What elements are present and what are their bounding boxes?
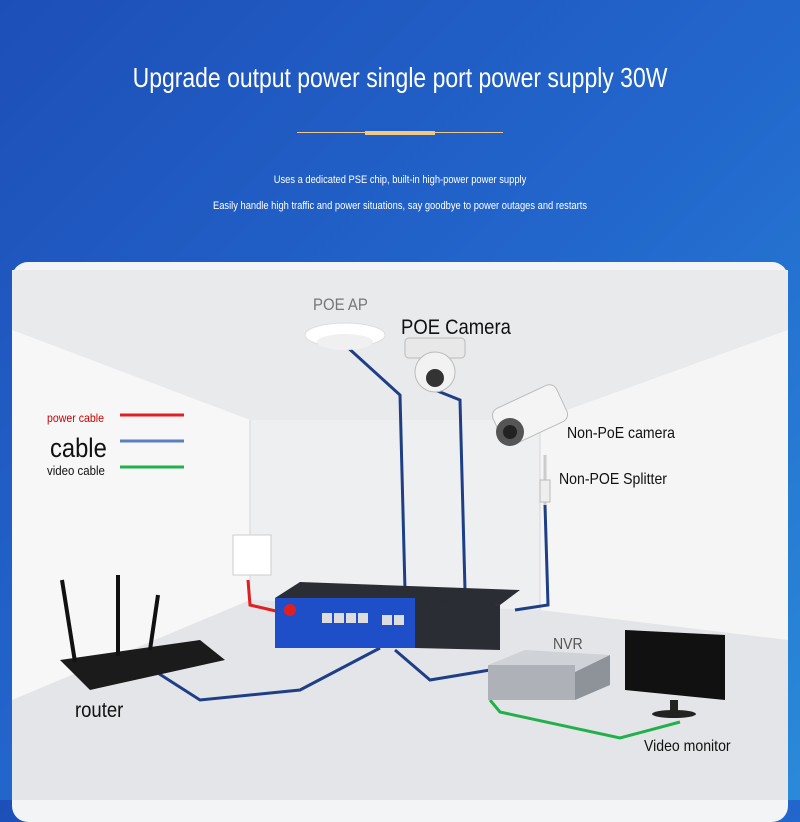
ceiling <box>12 270 788 420</box>
label-poe-ap: POE AP <box>313 295 368 314</box>
left-wall <box>12 330 250 700</box>
cable-camera <box>434 388 467 591</box>
router-device <box>60 575 225 690</box>
subtitle-2: Easily handle high traffic and power sit… <box>212 200 588 212</box>
label-router: router <box>75 699 124 722</box>
page-title: Upgrade output power single port power s… <box>132 62 668 93</box>
nvr-device <box>488 650 610 700</box>
wall-socket <box>232 534 272 576</box>
poe-ap-device <box>304 322 386 350</box>
right-wall <box>540 330 788 640</box>
cable-splitter <box>514 504 550 612</box>
monitor-device <box>625 630 725 718</box>
poe-switch-device <box>275 582 520 650</box>
power-cable-line <box>246 579 281 614</box>
legend-video-cable: video cable <box>47 463 105 478</box>
subtitle-1: Uses a dedicated PSE chip, built-in high… <box>273 174 527 186</box>
legend-power-cable: power cable <box>47 411 104 425</box>
label-nvr: NVR <box>553 636 583 653</box>
non-poe-camera-device <box>491 384 569 446</box>
back-wall <box>250 420 540 610</box>
label-non-poe-camera: Non-PoE camera <box>567 425 675 442</box>
cable-ap <box>343 343 407 591</box>
label-non-poe-splitter: Non-POE Splitter <box>559 471 667 488</box>
cable-router <box>149 646 381 702</box>
label-video-monitor: Video monitor <box>644 738 731 755</box>
poe-camera-device <box>404 337 466 393</box>
title-divider-accent <box>365 131 435 135</box>
splitter-device <box>539 455 551 505</box>
label-poe-camera: POE Camera <box>401 316 511 339</box>
network-diagram <box>12 270 788 800</box>
video-cable-line <box>488 699 681 740</box>
legend-cable: cable <box>50 433 107 463</box>
cable-nvr <box>394 648 491 682</box>
